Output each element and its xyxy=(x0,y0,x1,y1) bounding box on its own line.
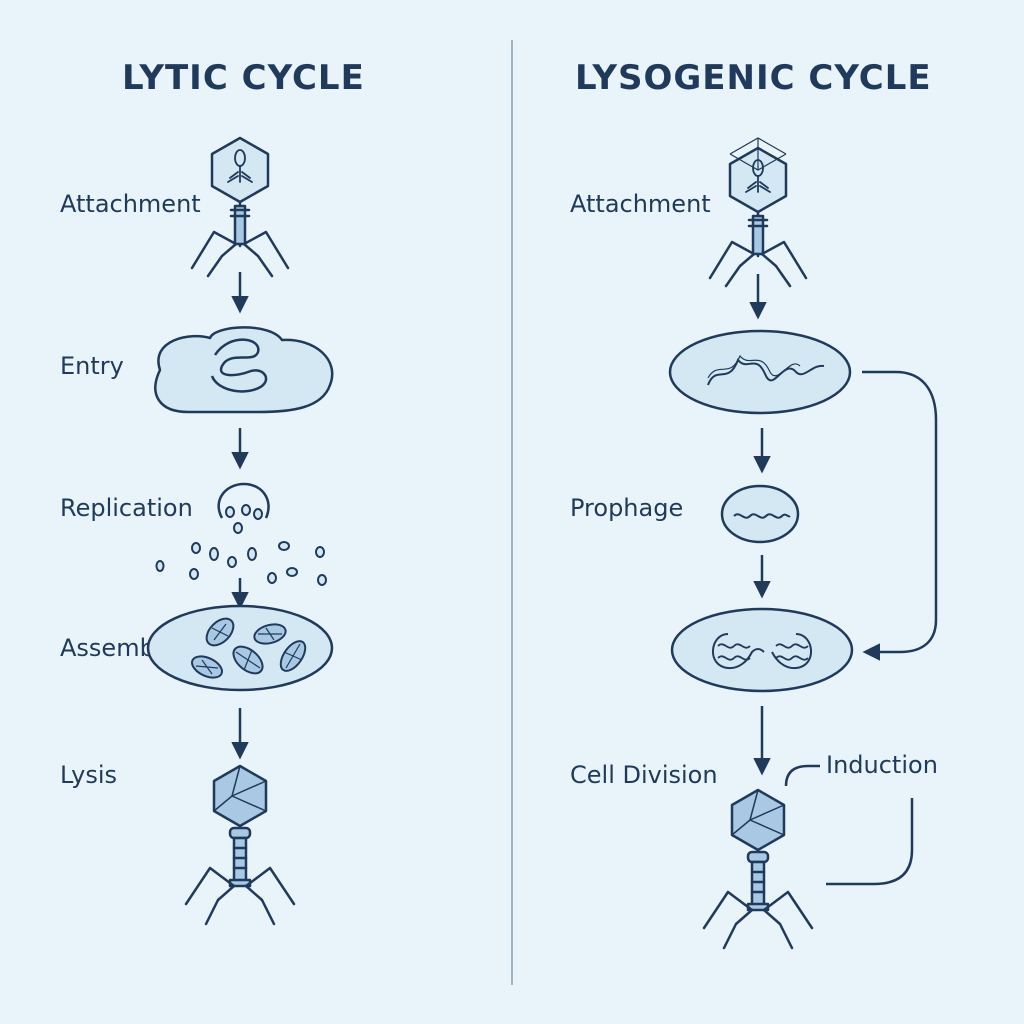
lytic-cycle-title: LYTIC CYCLE xyxy=(122,58,365,98)
lytic-assembly-cell xyxy=(146,604,334,692)
lysogenic-cycle-title: LYSOGENIC CYCLE xyxy=(575,58,932,98)
lysogenic-attachment-phage xyxy=(708,137,808,288)
induction-return-line xyxy=(826,798,914,886)
lytic-lysis-phage xyxy=(184,764,296,926)
induction-connector xyxy=(784,764,820,787)
lytic-replication-particles xyxy=(155,482,327,586)
lytic-attachment-phage xyxy=(190,136,290,278)
lysogenic-prophage-cell xyxy=(720,484,800,544)
lysogenic-attachment-label: Attachment xyxy=(570,190,711,218)
lytic-replication-label: Replication xyxy=(60,494,193,522)
lysogenic-host-cell xyxy=(668,329,852,415)
lytic-lysis-label: Lysis xyxy=(60,761,118,789)
lytic-entry-label: Entry xyxy=(60,352,124,380)
lysogenic-dividing-cell xyxy=(670,607,854,693)
lysogenic-prophage-label: Prophage xyxy=(570,494,684,522)
lysogenic-induction-label: Induction xyxy=(826,751,938,779)
lysogenic-cycle-loop-arrow xyxy=(862,370,938,661)
lysogenic-released-phage xyxy=(702,788,814,950)
lytic-attachment-label: Attachment xyxy=(60,190,201,218)
lytic-entry-cell xyxy=(154,326,334,414)
lysogenic-cell-division-label: Cell Division xyxy=(570,761,718,789)
column-divider xyxy=(511,40,513,985)
